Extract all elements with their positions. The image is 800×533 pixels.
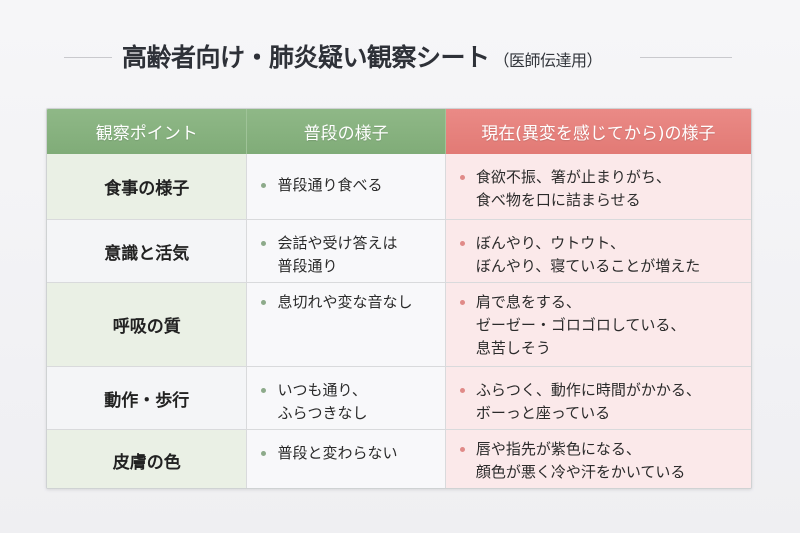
normal-cell: 普段と変わらない xyxy=(247,430,446,488)
current-text: 唇や指先が紫色になる、 顔色が悪く冷や汗をかいている xyxy=(475,440,686,481)
header-normal-state: 普段の様子 xyxy=(247,109,446,154)
current-cell: ふらつく、動作に時間がかかる、 ボーっと座っている xyxy=(445,367,751,429)
normal-text: いつも通り、 ふらつきなし xyxy=(277,381,368,422)
observation-table: 観察ポイント 普段の様子 現在(異変を感じてから)の様子 食事の様子 普段通り食… xyxy=(46,108,752,489)
table-header-row: 観察ポイント 普段の様子 現在(異変を感じてから)の様子 xyxy=(47,109,751,154)
bullet-icon xyxy=(261,300,267,305)
bullet-icon xyxy=(261,388,267,393)
normal-text: 会話や受け答えは 普段通り xyxy=(277,234,398,275)
table-row: 動作・歩行 いつも通り、 ふらつきなし ふらつく、動作に時間がかかる、 ボーっと… xyxy=(47,367,751,430)
current-text: ぼんやり、ウトウト、 ぼんやり、寝ていることが増えた xyxy=(475,234,701,275)
bullet-icon xyxy=(459,447,465,452)
page-title: 高齢者向け・肺炎疑い観察シート（医師伝達用） xyxy=(122,38,603,74)
normal-cell: いつも通り、 ふらつきなし xyxy=(247,367,446,429)
row-point-skin-color: 皮膚の色 xyxy=(47,430,248,488)
title-divider-left xyxy=(64,57,112,58)
row-point-consciousness: 意識と活気 xyxy=(47,220,248,282)
header-observation-point: 観察ポイント xyxy=(47,109,248,154)
bullet-icon xyxy=(261,183,267,188)
normal-cell: 会話や受け答えは 普段通り xyxy=(247,220,446,282)
title-row: 高齢者向け・肺炎疑い観察シート（医師伝達用） xyxy=(0,36,800,78)
current-cell: 肩で息をする、 ゼーゼー・ゴロゴロしている、 息苦しそう xyxy=(445,283,751,366)
title-divider-right xyxy=(640,57,732,58)
row-point-eating: 食事の様子 xyxy=(47,154,248,219)
row-point-breathing: 呼吸の質 xyxy=(47,283,248,366)
bullet-icon xyxy=(459,300,465,305)
normal-text: 普段と変わらない xyxy=(277,444,398,462)
table-row: 意識と活気 会話や受け答えは 普段通り ぼんやり、ウトウト、 ぼんやり、寝ている… xyxy=(47,220,751,283)
bullet-icon xyxy=(261,451,267,456)
bullet-icon xyxy=(459,175,465,180)
current-text: 食欲不振、箸が止まりがち、 食べ物を口に詰まらせる xyxy=(475,168,671,209)
header-current-state: 現在(異変を感じてから)の様子 xyxy=(445,109,751,154)
table-row: 皮膚の色 普段と変わらない 唇や指先が紫色になる、 顔色が悪く冷や汗をかいている xyxy=(47,430,751,488)
title-subtitle: （医師伝達用） xyxy=(493,51,603,70)
normal-cell: 息切れや変な音なし xyxy=(247,283,446,366)
current-text: 肩で息をする、 ゼーゼー・ゴロゴロしている、 息苦しそう xyxy=(475,293,686,357)
current-cell: ぼんやり、ウトウト、 ぼんやり、寝ていることが増えた xyxy=(445,220,751,282)
current-text: ふらつく、動作に時間がかかる、 ボーっと座っている xyxy=(475,381,701,422)
table-row: 食事の様子 普段通り食べる 食欲不振、箸が止まりがち、 食べ物を口に詰まらせる xyxy=(47,154,751,220)
bullet-icon xyxy=(261,241,267,246)
row-point-movement: 動作・歩行 xyxy=(47,367,248,429)
table-row: 呼吸の質 息切れや変な音なし 肩で息をする、 ゼーゼー・ゴロゴロしている、 息苦… xyxy=(47,283,751,367)
title-main: 高齢者向け・肺炎疑い観察シート xyxy=(122,43,490,72)
normal-cell: 普段通り食べる xyxy=(247,154,446,219)
current-cell: 食欲不振、箸が止まりがち、 食べ物を口に詰まらせる xyxy=(445,154,751,219)
bullet-icon xyxy=(459,241,465,246)
current-cell: 唇や指先が紫色になる、 顔色が悪く冷や汗をかいている xyxy=(445,430,751,488)
normal-text: 息切れや変な音なし xyxy=(277,293,413,311)
bullet-icon xyxy=(459,388,465,393)
normal-text: 普段通り食べる xyxy=(277,176,383,194)
